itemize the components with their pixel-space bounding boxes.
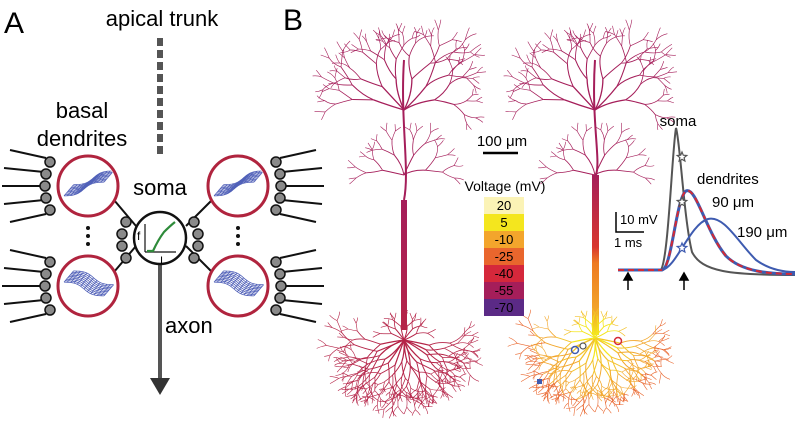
axon-arrowhead: [150, 378, 170, 395]
trace-near-label: 90 μm: [712, 194, 754, 211]
soma-trace: [618, 127, 796, 276]
ellipsis-dots: [86, 226, 240, 246]
sigmoid-mesh-icon: [213, 270, 264, 297]
sigmoid-mesh-icon: [63, 270, 114, 297]
legend-level-label: -70: [495, 300, 514, 315]
trace-soma-label: soma: [660, 113, 697, 130]
voltage-legend: 20 5 -10 -25 -40 -55 -70: [484, 197, 524, 316]
stim-arrows: [622, 271, 690, 290]
legend-level-label: -55: [495, 283, 514, 298]
trace-far-label: 190 μm: [737, 224, 787, 241]
voltage-traces: soma dendrites 90 μm 190 μm 10 mV 1 ms: [614, 113, 796, 290]
legend-swatch: [484, 265, 524, 282]
record-site-soma-icon: [579, 342, 587, 350]
legend-level-label: -40: [495, 266, 514, 281]
legend-swatch: [484, 299, 524, 316]
axon-label: axon: [165, 313, 213, 338]
fi-axis-i: I: [160, 255, 163, 267]
scalebar-label: 100 μm: [477, 133, 527, 150]
trace-dendrites-label: dendrites: [697, 171, 759, 188]
soma-node: f I: [132, 210, 188, 267]
record-site-near-icon: [613, 336, 623, 346]
synapse-dots: [39, 156, 287, 316]
fi-curve: [147, 221, 176, 253]
dendrite-lines: [2, 149, 324, 323]
legend-level-label: 20: [497, 198, 511, 213]
scale-v-label: 10 mV: [620, 212, 658, 227]
sigmoid-mesh-icon: [213, 170, 264, 197]
legend-level-label: -10: [495, 232, 514, 247]
subunit-upper-right: [206, 154, 270, 218]
near-trace-dashed: [618, 189, 796, 275]
neuron-left: [312, 19, 487, 419]
subunit-lower-left: [56, 254, 120, 318]
neuron-right: [503, 19, 678, 417]
legend-swatch: [484, 214, 524, 231]
trace-star-markers: [675, 150, 689, 254]
basal-label-line2: dendrites: [37, 126, 128, 151]
legend-swatch: [484, 231, 524, 248]
trace-scalebar: [615, 212, 644, 233]
fi-axis-f: f: [137, 229, 141, 243]
panel-a-letter: A: [4, 7, 24, 40]
legend-level-label: -25: [495, 249, 514, 264]
soma-label: soma: [133, 175, 188, 200]
legend-swatch: [484, 197, 524, 214]
record-site-far-icon: [570, 345, 580, 355]
subunit-lower-right: [206, 254, 270, 318]
panel-b-letter: B: [283, 4, 303, 37]
basal-label-line1: basal: [56, 98, 109, 123]
legend-swatch: [484, 282, 524, 299]
apical-trunk-label: apical trunk: [106, 6, 220, 31]
voltage-legend-title: Voltage (mV): [465, 178, 546, 194]
legend-level-label: 5: [500, 215, 507, 230]
scale-t-label: 1 ms: [614, 235, 643, 250]
legend-swatch: [484, 248, 524, 265]
stim-site-icon: [537, 379, 542, 384]
sigmoid-mesh-icon: [63, 170, 114, 197]
subunit-upper-left: [56, 154, 120, 218]
